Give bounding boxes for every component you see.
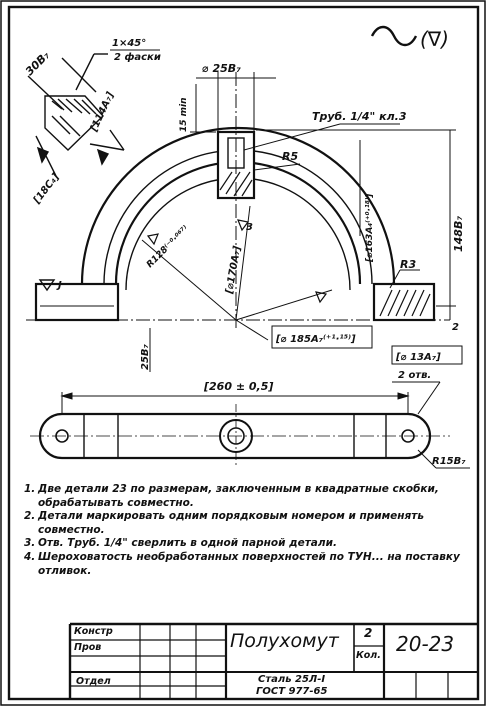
tb-part-name: Полухомут [230,630,339,652]
note-text: Две детали 23 по размерам, заключенным в… [38,483,439,509]
dim-18c4: [18С₄] [31,171,62,206]
plan-view [30,392,470,469]
dim-d25b7: ⌀ 25В₇ [202,62,241,75]
dim-25b7: 25В₇ [140,343,151,370]
note-1: 1. Две детали 23 по размерам, заключенны… [24,483,474,510]
note-text: Шероховатость необработанных поверхносте… [38,550,460,577]
note-number: 3. [24,537,36,550]
dim-pipe: Труб. 1/4" кл.3 [312,110,407,123]
note-number: 2. [24,510,36,523]
dim-d13: [⌀ 13А₇] [395,352,441,363]
drawing-frame [7,5,480,701]
tb-drawing-number: 20-23 [396,632,455,656]
surface-finish-symbol [370,25,418,47]
marker-j: J [56,280,62,291]
dim-r5: R5 [282,150,298,163]
note-text: Детали маркировать одним порядковым номе… [38,510,425,536]
tb-otdel: Отдел [76,676,111,687]
dim-r15: R15В₇ [432,456,466,467]
surface-finish-paren: (∇) [420,27,449,51]
dim-30b7: 30В₇ [23,49,52,78]
dim-148b7: 148В₇ [452,216,465,252]
note-text: Отв. Труб. 1/4" сверлить в одной парной … [38,537,337,550]
dim-2: 2 [452,322,459,333]
marker-3: 3 [246,222,253,233]
detail-view [27,53,125,177]
note-3: 3. Отв. Труб. 1/4" сверлить в одной парн… [24,537,474,551]
tb-qty-label: Кол. [356,650,381,661]
dim-d170: [⌀170А₇] [224,245,243,296]
dim-r128: R128⁽⁻⁰·⁰⁶⁷⁾ [145,224,191,270]
dim-2-holes: 2 отв. [398,370,431,381]
front-view [26,72,463,415]
dim-length: [260 ± 0,5] [203,380,273,393]
note-4: 4. Шероховатость необработанных поверхно… [24,551,474,578]
tb-material-1: Сталь 25Л-I [258,674,326,685]
chamfer-count: 2 фаски [114,51,161,63]
title-block [68,622,478,699]
chamfer-dim: 1×45° [112,38,146,49]
tb-konstr: Констр [74,626,113,637]
dim-r3: R3 [400,258,416,271]
tb-prov: Пров [74,642,102,653]
note-number: 4. [24,550,36,563]
technical-notes: 1. Две детали 23 по размерам, заключенны… [24,483,474,578]
dim-d185: [⌀ 185А₇⁽⁺¹·¹⁵⁾] [275,334,356,345]
dim-d163: [⌀163А₄⁽⁺⁰·¹⁸⁾] [365,193,375,263]
note-number: 1. [24,483,36,495]
tb-qty: 2 [364,626,373,640]
tb-material-2: ГОСТ 977-65 [256,686,328,697]
dim-15min: 15 min [179,97,189,132]
note-2: 2. Детали маркировать одним порядковым н… [24,510,474,537]
